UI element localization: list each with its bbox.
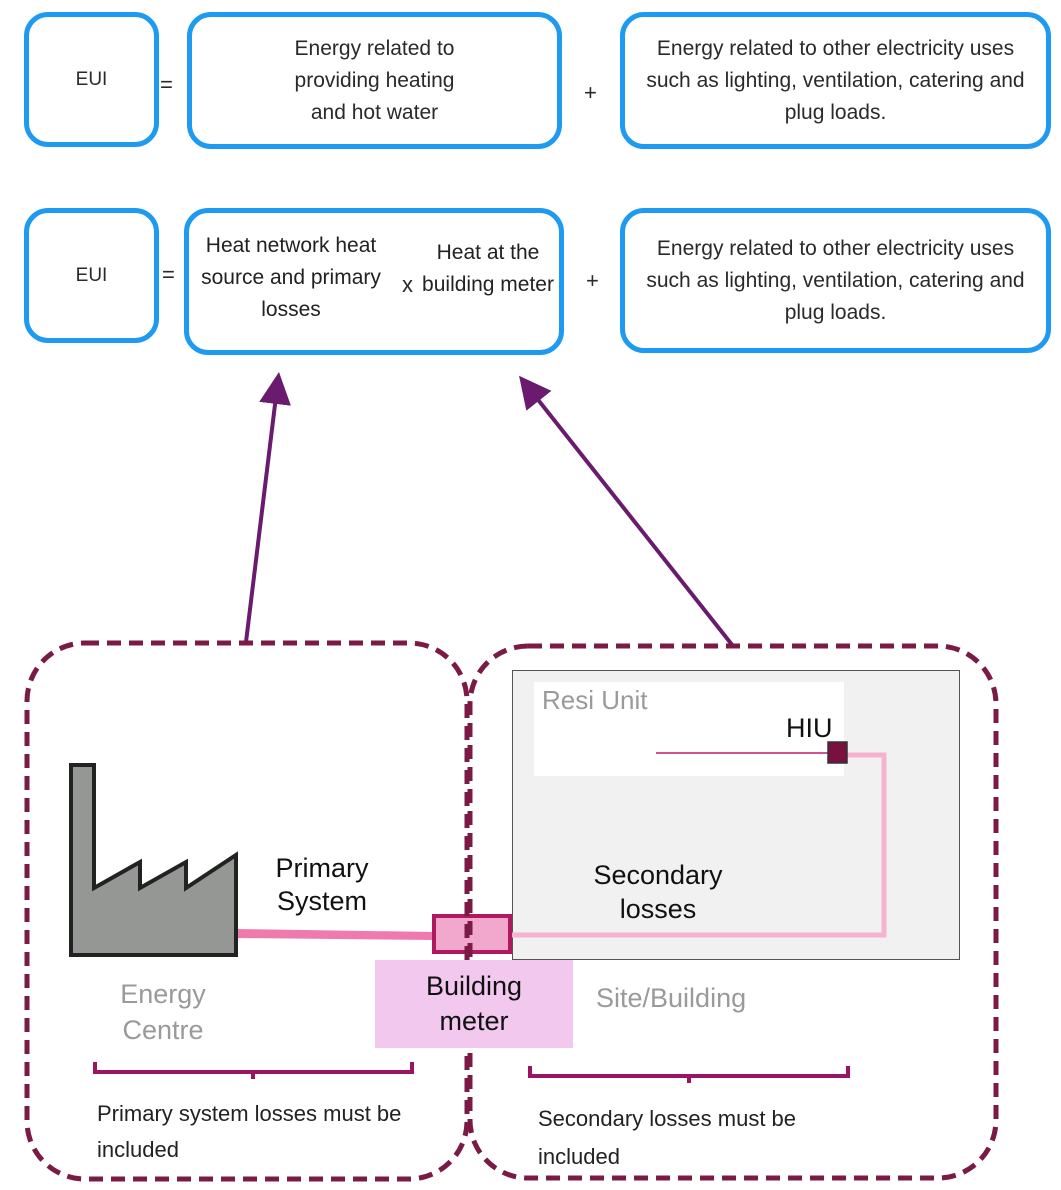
secondary-losses-brace — [528, 1066, 850, 1083]
secondary-losses-label: Secondary losses — [593, 860, 723, 924]
secondary-losses-note: Secondary losses must be included — [538, 1106, 797, 1169]
arrow-to-heat-network — [244, 372, 291, 643]
equals-sign-2: = — [162, 262, 175, 287]
site-building-label: Site/Building — [596, 983, 747, 1013]
energy-centre-boundary — [24, 640, 470, 1182]
plus-sign-1: + — [584, 80, 597, 105]
resi-unit-label: Resi Unit — [542, 685, 648, 715]
eui-box-1: EUI — [24, 12, 159, 147]
secondary-pipe — [506, 752, 887, 938]
electricity-energy-text-2: Energy related to other electricity uses… — [646, 236, 1025, 324]
primary-system-label: Primary System — [275, 853, 369, 916]
primary-losses-brace — [93, 1062, 414, 1079]
heat-network-text: Heat network heat source and primary los… — [201, 234, 381, 321]
electricity-energy-box-1: Energy related to other electricity uses… — [620, 12, 1051, 149]
building-meter-label-box: Building meter — [375, 960, 573, 1048]
hiu-label: HIU — [786, 713, 833, 743]
building-meter-label: Building meter — [425, 971, 523, 1036]
energy-centre-label: Energy Centre — [120, 979, 206, 1045]
eui-label-2: EUI — [75, 264, 108, 286]
plus-sign-2: + — [586, 268, 599, 293]
equals-sign-1: = — [160, 72, 173, 97]
heating-energy-box: Energy related to providing heating and … — [187, 12, 562, 149]
resi-unit-panel — [534, 682, 844, 776]
electricity-energy-text-1: Energy related to other electricity uses… — [646, 36, 1025, 124]
electricity-energy-box-2: Energy related to other electricity uses… — [620, 208, 1051, 353]
heating-energy-text: Energy related to providing heating and … — [294, 36, 455, 124]
heat-network-box — [184, 208, 564, 355]
site-building-boundary — [467, 643, 999, 1181]
eui-box-2: EUI — [24, 208, 159, 343]
factory-icon — [69, 763, 238, 957]
multiply-sign: x — [402, 272, 413, 297]
primary-losses-note: Primary system losses must be included — [97, 1101, 402, 1162]
primary-pipe — [236, 929, 436, 940]
eui-label-1: EUI — [75, 68, 108, 90]
hiu-icon — [827, 741, 848, 764]
heat-meter-text: Heat at the building meter — [422, 241, 554, 296]
arrow-to-heat-meter — [519, 375, 735, 648]
